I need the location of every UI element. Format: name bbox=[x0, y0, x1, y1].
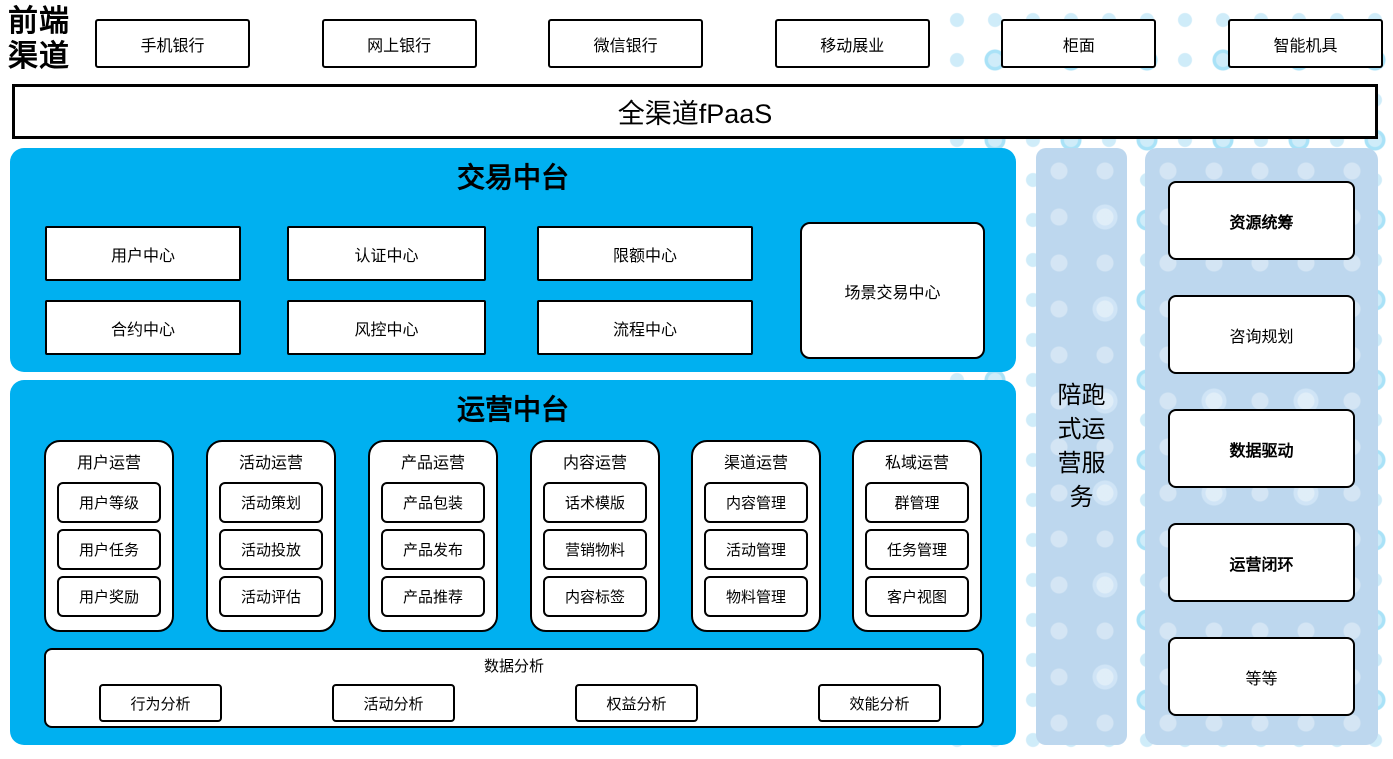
ops-item: 活动策划 bbox=[219, 482, 323, 523]
ops-column-content: 内容运营 话术模版 营销物料 内容标签 bbox=[530, 440, 660, 632]
center-box-risk: 风控中心 bbox=[287, 300, 486, 355]
ops-item: 活动投放 bbox=[219, 529, 323, 570]
ops-column-title: 渠道运营 bbox=[723, 455, 788, 472]
capability-box-consulting: 咨询规划 bbox=[1168, 295, 1355, 374]
ops-item: 物料管理 bbox=[704, 576, 808, 617]
ops-item: 用户等级 bbox=[57, 482, 161, 523]
center-box-limit: 限额中心 bbox=[537, 226, 753, 281]
ops-item: 产品包装 bbox=[381, 482, 485, 523]
ops-column-title: 用户运营 bbox=[76, 455, 141, 472]
channel-box-mobile-banking: 手机银行 bbox=[95, 19, 250, 68]
scene-trade-center-box: 场景交易中心 bbox=[800, 222, 985, 359]
side-service-label: 陪跑式运营服务 bbox=[1057, 381, 1106, 511]
ops-item: 话术模版 bbox=[543, 482, 647, 523]
ops-item: 用户奖励 bbox=[57, 576, 161, 617]
front-channels-label: 前端渠道 bbox=[8, 5, 70, 73]
ops-item: 产品发布 bbox=[381, 529, 485, 570]
ops-column-title: 内容运营 bbox=[562, 455, 627, 472]
operation-platform-panel: 运营中台 用户运营 用户等级 用户任务 用户奖励 活动运营 活动策划 活动投放 … bbox=[10, 380, 1016, 745]
center-box-process: 流程中心 bbox=[537, 300, 753, 355]
data-analysis-bar: 数据分析 行为分析 活动分析 权益分析 效能分析 bbox=[44, 648, 984, 728]
channel-box-online-banking: 网上银行 bbox=[321, 19, 477, 68]
capability-box-etc: 等等 bbox=[1168, 637, 1355, 716]
operation-platform-title: 运营中台 bbox=[456, 394, 569, 425]
ops-item: 活动管理 bbox=[704, 529, 808, 570]
ops-item: 产品推荐 bbox=[381, 576, 485, 617]
channel-box-smart-devices: 智能机具 bbox=[1227, 19, 1383, 68]
fpaas-bar: 全渠道fPaaS bbox=[12, 84, 1378, 139]
ops-item: 内容管理 bbox=[704, 482, 808, 523]
ops-item: 客户视图 bbox=[865, 576, 969, 617]
ops-column-title: 产品运营 bbox=[400, 455, 465, 472]
ops-item: 任务管理 bbox=[865, 529, 969, 570]
ops-item: 内容标签 bbox=[543, 576, 647, 617]
channel-box-counter: 柜面 bbox=[1001, 19, 1157, 68]
ops-item: 活动评估 bbox=[219, 576, 323, 617]
data-analysis-item: 权益分析 bbox=[575, 684, 698, 722]
capability-box-data-driven: 数据驱动 bbox=[1168, 409, 1355, 488]
ops-column-private-domain: 私域运营 群管理 任务管理 客户视图 bbox=[852, 440, 982, 632]
data-analysis-title: 数据分析 bbox=[483, 658, 544, 675]
front-channels-row: 手机银行 网上银行 微信银行 移动展业 柜面 智能机具 bbox=[95, 19, 1383, 68]
ops-column-title: 活动运营 bbox=[238, 455, 303, 472]
ops-item: 营销物料 bbox=[543, 529, 647, 570]
data-analysis-item: 行为分析 bbox=[99, 684, 222, 722]
ops-column-activity: 活动运营 活动策划 活动投放 活动评估 bbox=[206, 440, 336, 632]
ops-column-user: 用户运营 用户等级 用户任务 用户奖励 bbox=[44, 440, 174, 632]
data-analysis-item: 效能分析 bbox=[818, 684, 941, 722]
channel-box-mobile-business: 移动展业 bbox=[774, 19, 930, 68]
data-analysis-item: 活动分析 bbox=[332, 684, 455, 722]
center-box-auth: 认证中心 bbox=[287, 226, 486, 281]
center-box-user: 用户中心 bbox=[45, 226, 241, 281]
ops-column-title: 私域运营 bbox=[884, 455, 949, 472]
trade-platform-panel: 交易中台 用户中心 认证中心 限额中心 合约中心 风控中心 流程中心 场景交易中… bbox=[10, 148, 1016, 372]
channel-box-wechat-banking: 微信银行 bbox=[548, 19, 704, 68]
ops-column-channel: 渠道运营 内容管理 活动管理 物料管理 bbox=[691, 440, 821, 632]
trade-platform-title: 交易中台 bbox=[456, 162, 569, 193]
ops-column-product: 产品运营 产品包装 产品发布 产品推荐 bbox=[368, 440, 498, 632]
capability-box-operation-loop: 运营闭环 bbox=[1168, 523, 1355, 602]
ops-item: 用户任务 bbox=[57, 529, 161, 570]
center-box-contract: 合约中心 bbox=[45, 300, 241, 355]
side-service-bar: 陪跑式运营服务 bbox=[1036, 148, 1127, 745]
capability-box-resource-planning: 资源统筹 bbox=[1168, 181, 1355, 260]
right-capability-panel: 资源统筹 咨询规划 数据驱动 运营闭环 等等 bbox=[1145, 148, 1378, 745]
ops-item: 群管理 bbox=[865, 482, 969, 523]
